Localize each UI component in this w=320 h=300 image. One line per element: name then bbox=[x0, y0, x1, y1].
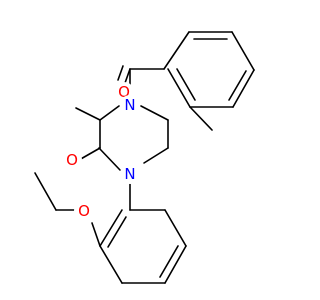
bond bbox=[99, 105, 120, 121]
bond bbox=[78, 147, 101, 161]
bond bbox=[164, 209, 187, 247]
bond bbox=[91, 222, 101, 247]
bond bbox=[75, 107, 101, 121]
amide-nitrogen-bottom: N bbox=[120, 164, 140, 184]
amide-nitrogen-top-label: N bbox=[124, 96, 135, 114]
structure-svg: O N O N O bbox=[34, 31, 255, 284]
bond bbox=[124, 68, 131, 84]
ether-oxygen-label: O bbox=[78, 202, 90, 220]
bond bbox=[228, 70, 247, 101]
atom-labels: O N O N O bbox=[62, 82, 140, 221]
bond bbox=[98, 147, 121, 171]
lactam-oxygen-label: O bbox=[66, 151, 78, 169]
bond bbox=[117, 65, 124, 81]
bond bbox=[189, 106, 213, 131]
carbonyl-oxygen-label: O bbox=[118, 83, 130, 101]
amide-nitrogen-top: N bbox=[120, 95, 140, 115]
molecule-diagram: O N O N O bbox=[34, 31, 255, 284]
amide-nitrogen-bottom-label: N bbox=[124, 165, 135, 183]
bond bbox=[34, 172, 57, 211]
bond bbox=[163, 31, 190, 70]
bond bbox=[140, 105, 169, 121]
ether-oxygen: O bbox=[74, 201, 94, 221]
bond bbox=[164, 245, 187, 284]
bond bbox=[99, 209, 123, 247]
lactam-oxygen: O bbox=[62, 150, 82, 170]
bond bbox=[159, 245, 179, 278]
bond bbox=[232, 69, 255, 108]
bond bbox=[99, 245, 123, 284]
bond bbox=[143, 147, 169, 164]
bond bbox=[231, 31, 255, 71]
bond bbox=[176, 68, 196, 101]
bond bbox=[107, 216, 127, 248]
bond bbox=[167, 68, 191, 108]
